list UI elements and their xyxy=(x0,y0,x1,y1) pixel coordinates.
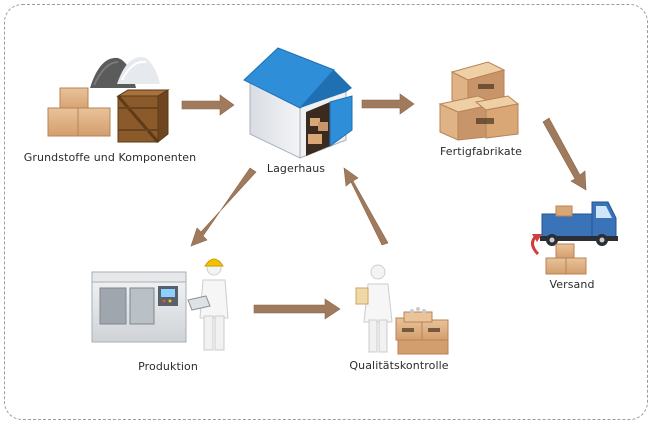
label-production: Produktion xyxy=(138,360,198,373)
inspector-icon xyxy=(355,264,449,355)
label-shipping: Versand xyxy=(549,278,595,291)
arrow-production-to-qc xyxy=(253,298,341,320)
boxes-icon xyxy=(438,61,520,141)
warehouse-icon xyxy=(243,47,353,159)
arrows-layer xyxy=(181,93,587,320)
arrow-qc-to-warehouse xyxy=(343,167,389,246)
raw-materials-icon xyxy=(47,57,170,144)
label-raw-materials: Grundstoffe und Komponenten xyxy=(23,151,197,164)
arrow-warehouse-to-production xyxy=(190,167,257,247)
label-finished-goods: Fertigfabrikate xyxy=(439,145,523,158)
label-warehouse: Lagerhaus xyxy=(266,162,326,175)
diagram-frame xyxy=(4,4,648,420)
arrow-raw-to-warehouse xyxy=(181,94,235,116)
delivery-truck-icon xyxy=(531,201,618,275)
machine-worker-icon xyxy=(91,258,229,351)
arrow-warehouse-to-finished xyxy=(361,93,415,115)
arrow-finished-to-shipping xyxy=(542,117,587,191)
label-quality-control: Qualitätskontrolle xyxy=(349,359,449,372)
